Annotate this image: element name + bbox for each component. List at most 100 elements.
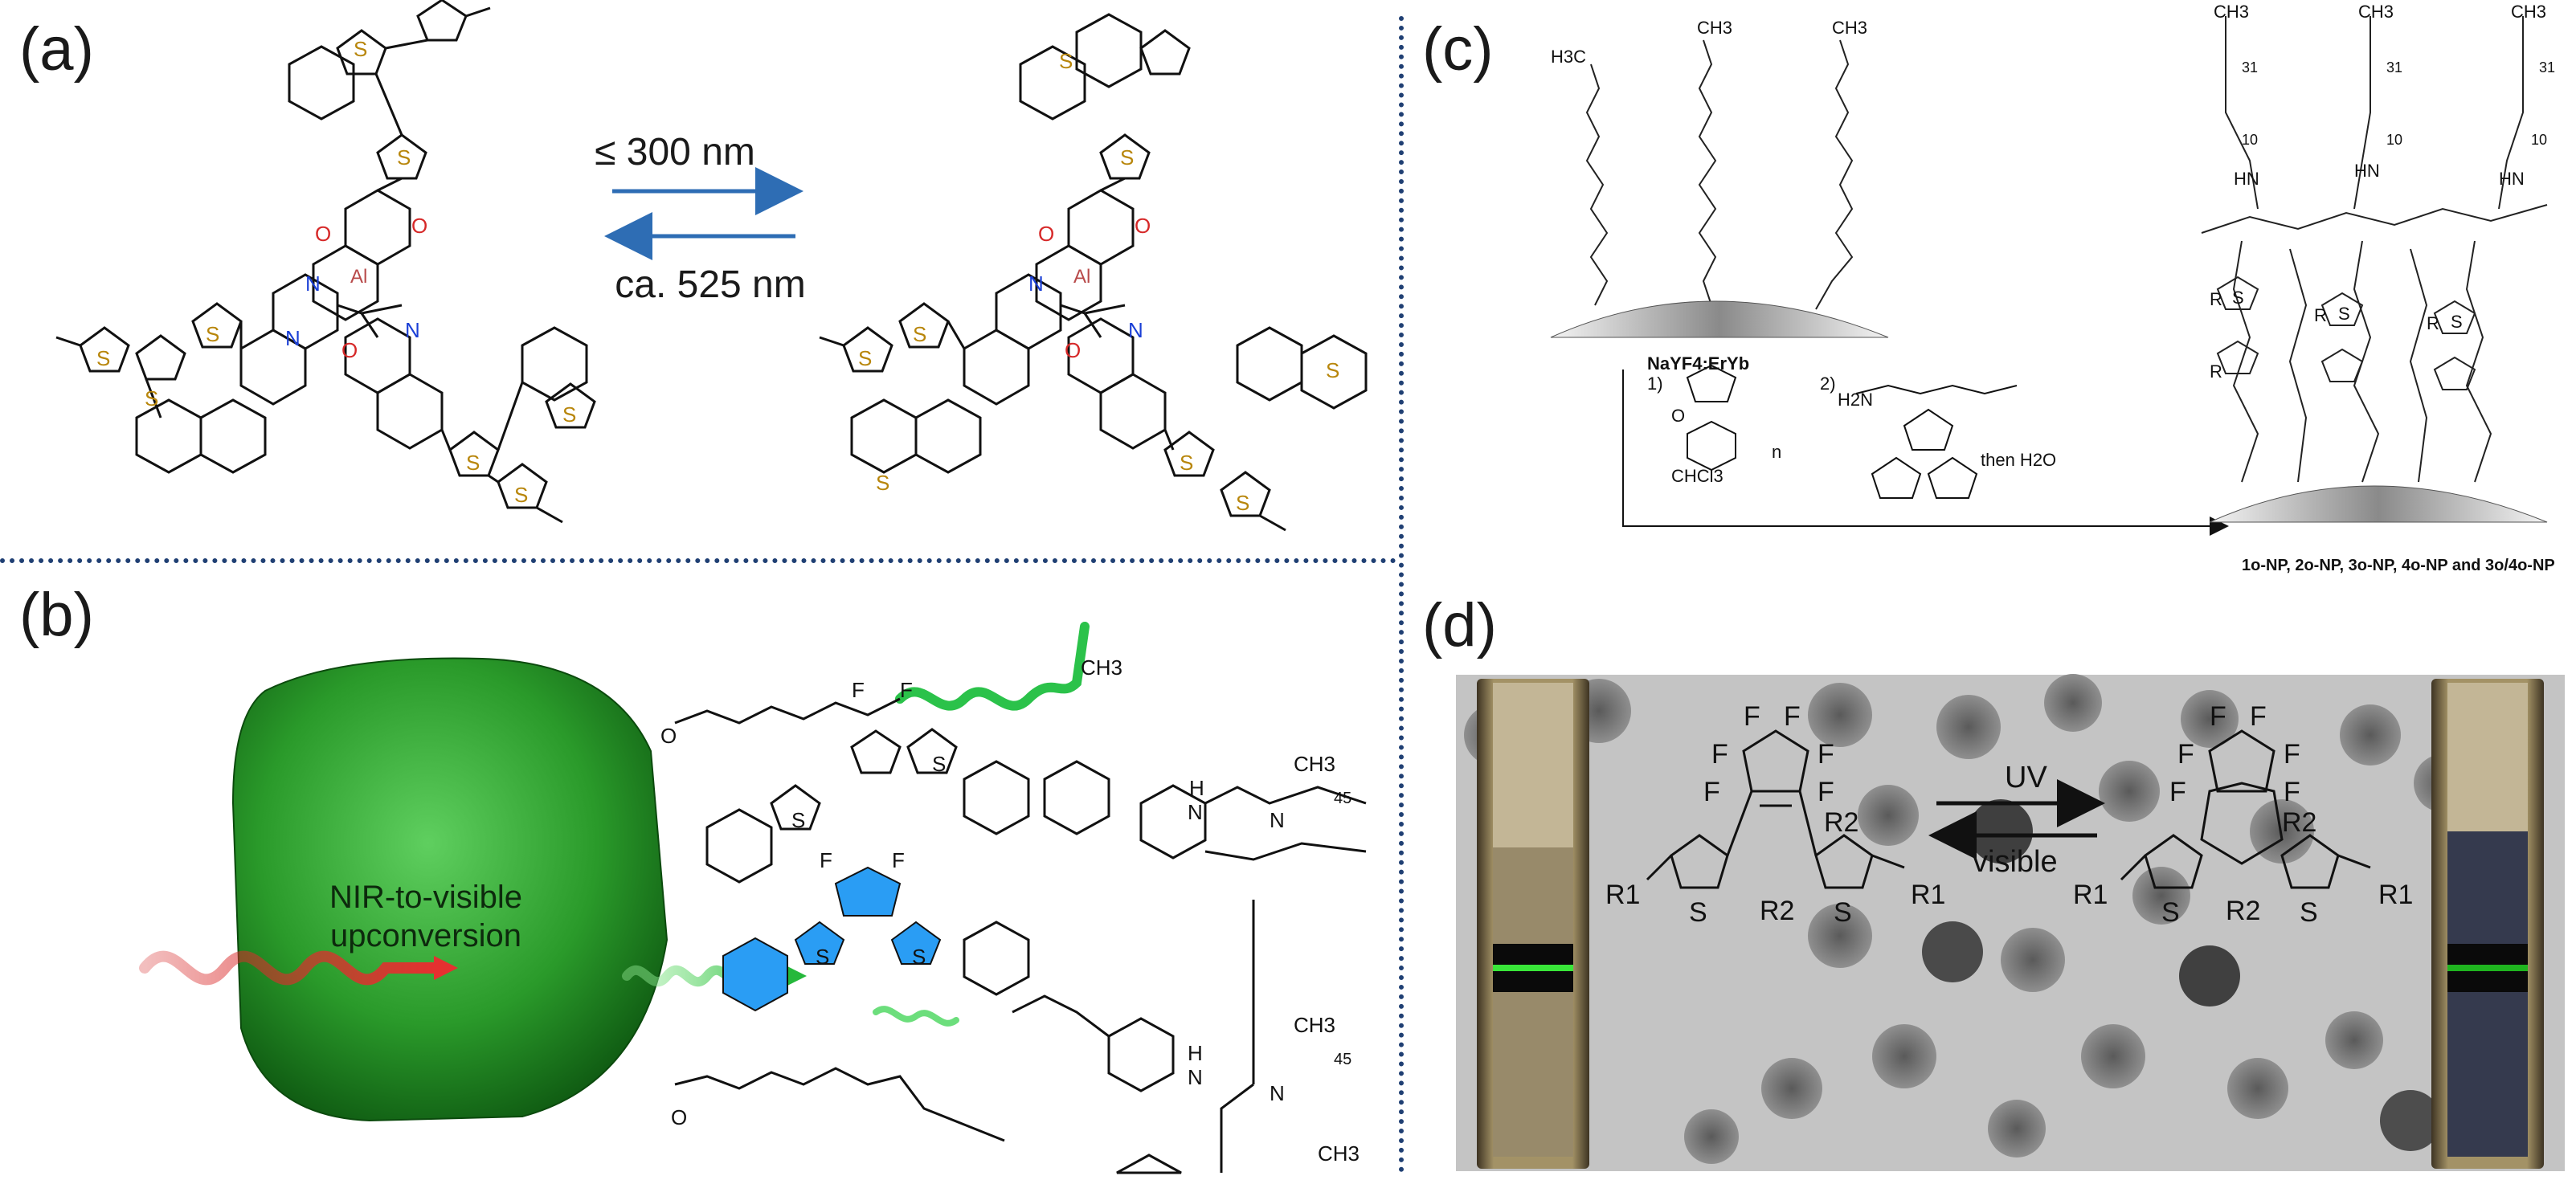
fluorine-1: F	[820, 848, 832, 872]
thiophene-sulfur-closed-4: S	[1180, 451, 1193, 475]
closed-form-structure	[2120, 729, 2371, 889]
al-center-closed: Al	[1073, 266, 1090, 288]
s-closed-2: S	[2300, 897, 2318, 928]
closed-switch-highlight	[722, 866, 1030, 1012]
sulfone-sulfur-closed: S	[1059, 49, 1073, 73]
fluorine-4: F	[900, 678, 913, 702]
repeat-31-a: 31	[2242, 59, 2258, 76]
thiophene-sulfur-closed: S	[1120, 145, 1134, 169]
panel-b-atoms: CH3 CH3 45 CH3 45 CH3 H N H N N N O O S …	[660, 655, 1360, 1166]
panel-a-label: (a)	[19, 15, 94, 84]
open-isomer-structure	[55, 0, 596, 524]
oleate-chains	[1585, 39, 1854, 310]
methyl-peg-bottom: CH3	[1294, 1013, 1335, 1037]
f-closed-6: F	[2284, 777, 2300, 807]
panel-d: (d)	[1406, 590, 2576, 1180]
fluorescence-beam-left	[1493, 965, 1573, 971]
panel-d-label: (d)	[1422, 591, 1497, 659]
panel-b-label: (b)	[19, 581, 94, 649]
sulfone-sulfur: S	[354, 37, 367, 61]
phenoxide-o: O	[411, 214, 427, 238]
repeat-10-a: 10	[2242, 132, 2258, 148]
amide-n-chain-top: N	[1270, 808, 1285, 832]
r1-open-1: R1	[1605, 880, 1640, 910]
hn-b: HN	[2354, 161, 2380, 181]
thiophene-sulfur: S	[397, 145, 411, 169]
repeat-31-c: 31	[2539, 59, 2555, 76]
quinoline-n-3: N	[405, 318, 420, 342]
thiophene-s-top: S	[932, 752, 946, 776]
nanoparticle-core-c	[1550, 300, 1889, 338]
ch3-group-c1: CH3	[1697, 18, 1732, 38]
r2-closed-1: R2	[2282, 807, 2316, 838]
ligand-structures	[674, 697, 1367, 1174]
methyl-peg-top: CH3	[1294, 752, 1335, 776]
amide-n-chain-bottom: N	[1270, 1081, 1285, 1105]
thiophene-s-blue-2: S	[912, 945, 926, 969]
f-closed-1: F	[2210, 701, 2226, 732]
closed-form-atoms: F F F F F F S S R1 R1 R2 R2	[2073, 701, 2413, 928]
thiophene-sulfur-closed-3: S	[858, 346, 872, 370]
thiophene-sulfur-3: S	[96, 346, 110, 370]
r1-open-2: R1	[1911, 880, 1945, 910]
r1-closed-1: R1	[2073, 880, 2108, 910]
product-label: 1o-NP, 2o-NP, 3o-NP, 4o-NP and 3o/4o-NP	[2242, 557, 2555, 574]
s-atom-c1: S	[2232, 288, 2244, 308]
core-label: NaYF4:ErYb	[1647, 353, 1749, 374]
h3c-group: H3C	[1551, 47, 1586, 67]
phenoxide-o-closed-3: O	[1065, 338, 1081, 362]
quinoline-n: N	[305, 272, 321, 296]
ch3-brush-1: CH3	[2214, 2, 2249, 22]
f-open-2: F	[1784, 701, 1801, 732]
s-open-2: S	[1834, 897, 1852, 928]
visible-arrowhead	[787, 966, 807, 986]
s-atom-c3: S	[2451, 312, 2463, 332]
quinoline-n-closed-2: N	[1128, 318, 1143, 342]
ester-o-bottom: O	[671, 1105, 687, 1129]
polymer-n: n	[1772, 442, 1781, 462]
r-group-4: R	[2427, 313, 2439, 333]
f-closed-4: F	[2284, 739, 2300, 770]
s-closed-1: S	[2161, 897, 2180, 928]
methyl-bottom: CH3	[1318, 1141, 1360, 1166]
phenoxide-o-closed: O	[1135, 214, 1151, 238]
reaction-arrow	[1622, 370, 2229, 536]
r-group-3: R	[2314, 305, 2327, 325]
nir-excitation-wave	[139, 950, 440, 986]
amide-h-top: H	[1189, 776, 1204, 800]
hn-c: HN	[2499, 169, 2525, 189]
dithienyl-units	[2216, 276, 2476, 390]
reagent-sketch	[1686, 364, 2018, 499]
panel-a: (a)	[0, 0, 1396, 554]
reverse-condition-label: ca. 525 nm	[615, 263, 805, 306]
peg-count-bottom: 45	[1334, 1051, 1351, 1068]
vertical-panel-divider	[1399, 16, 1404, 1173]
thiophene-sulfur-2: S	[206, 322, 219, 346]
thiophene-sulfur-closed-5: S	[1236, 491, 1249, 515]
r-group-2: R	[2210, 361, 2222, 382]
repeat-31-b: 31	[2386, 59, 2402, 76]
thiophene-sulfur-4: S	[466, 451, 480, 475]
thiophene-s-top-2: S	[791, 808, 805, 832]
h2n-group: H2N	[1838, 390, 1873, 410]
r2-open-2: R2	[1760, 896, 1794, 926]
amide-n-bottom: N	[1188, 1065, 1203, 1089]
thiophene-s-blue: S	[816, 945, 829, 969]
closed-isomer-atoms: S S Al N O O O N S S S S S S	[858, 49, 1339, 515]
thiophene-sulfur-5: S	[514, 483, 528, 507]
sulfone-sulfur-2: S	[145, 386, 158, 410]
f-open-6: F	[1818, 777, 1834, 807]
r1-closed-2: R1	[2378, 880, 2413, 910]
f-open-1: F	[1744, 701, 1760, 732]
r-group-1: R	[2210, 289, 2222, 309]
panel-b-scheme: NIR-to-visible upconversion	[139, 622, 1367, 1174]
phenoxide-o-3: O	[341, 338, 358, 362]
ch3-brush-3: CH3	[2511, 2, 2546, 22]
panel-c-atoms: CH3 CH3 CH3 31 31 31 10 10 10 HN HN HN R…	[1671, 2, 2555, 462]
particle-text-line1: NIR-to-visible	[329, 880, 522, 915]
quinoline-n-2: N	[285, 326, 301, 350]
closed-isomer-structure	[819, 13, 1368, 532]
polymer-brushes	[2201, 16, 2548, 483]
panel-c: (c) NaYF4:ErYb H3C CH3 CH3 1) CHCl3 2)	[1406, 0, 2576, 590]
phenoxide-o-closed-2: O	[1038, 222, 1054, 246]
